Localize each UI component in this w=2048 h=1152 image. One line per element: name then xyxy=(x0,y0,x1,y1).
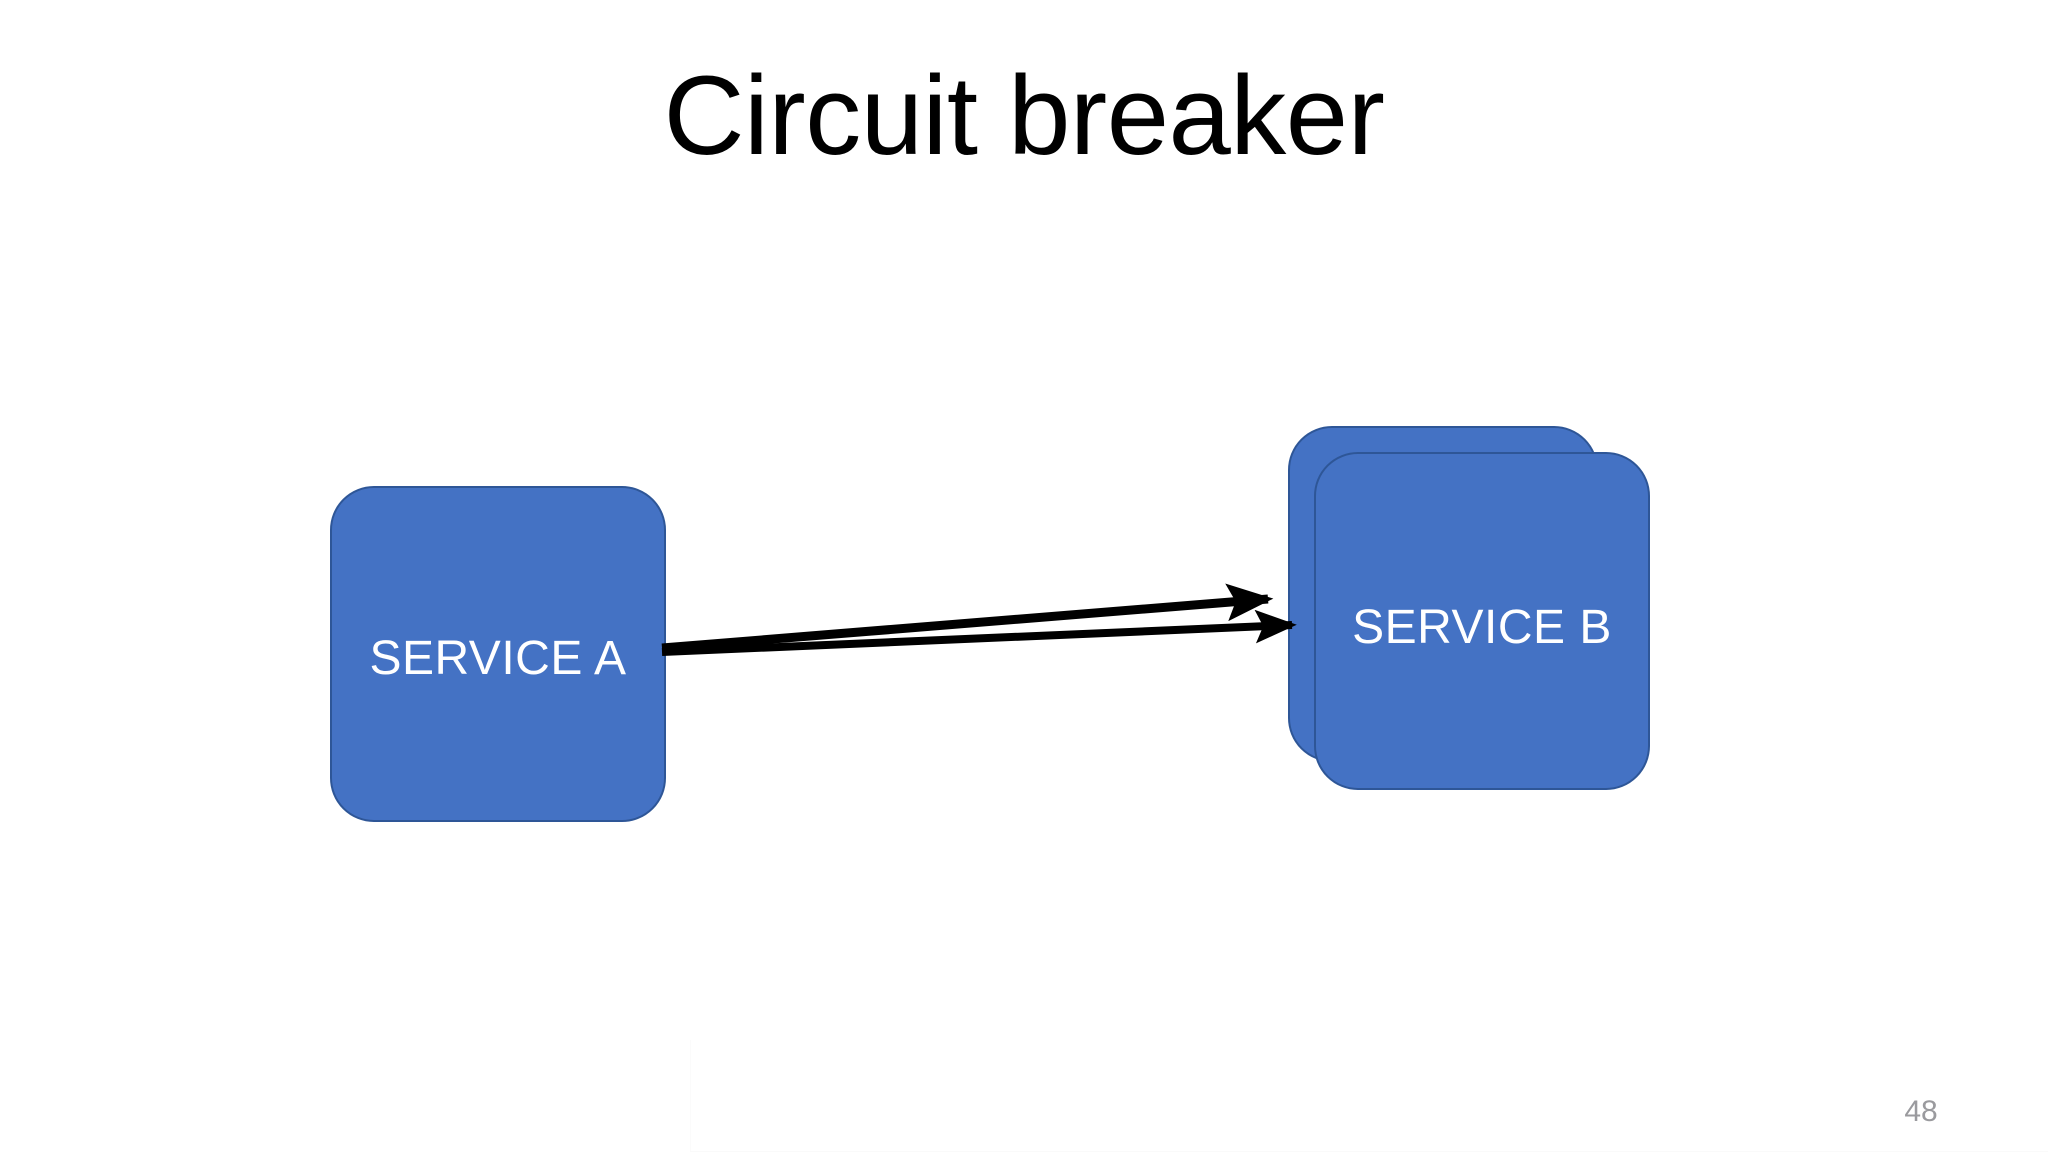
node-service-a[interactable]: SERVICE A xyxy=(330,486,666,822)
page-number: 48 xyxy=(1904,1095,1938,1128)
connector-service-a-to-service-b-2 xyxy=(661,609,1297,656)
slide-boundary-edge-vertical xyxy=(690,1040,691,1152)
node-service-a-label: SERVICE A xyxy=(369,632,627,685)
node-service-b[interactable]: SERVICE B xyxy=(1314,452,1650,790)
connector-service-a-to-service-b-1 xyxy=(661,583,1274,653)
slide-title: Circuit breaker xyxy=(663,53,1385,178)
node-service-b-label: SERVICE B xyxy=(1352,601,1612,654)
